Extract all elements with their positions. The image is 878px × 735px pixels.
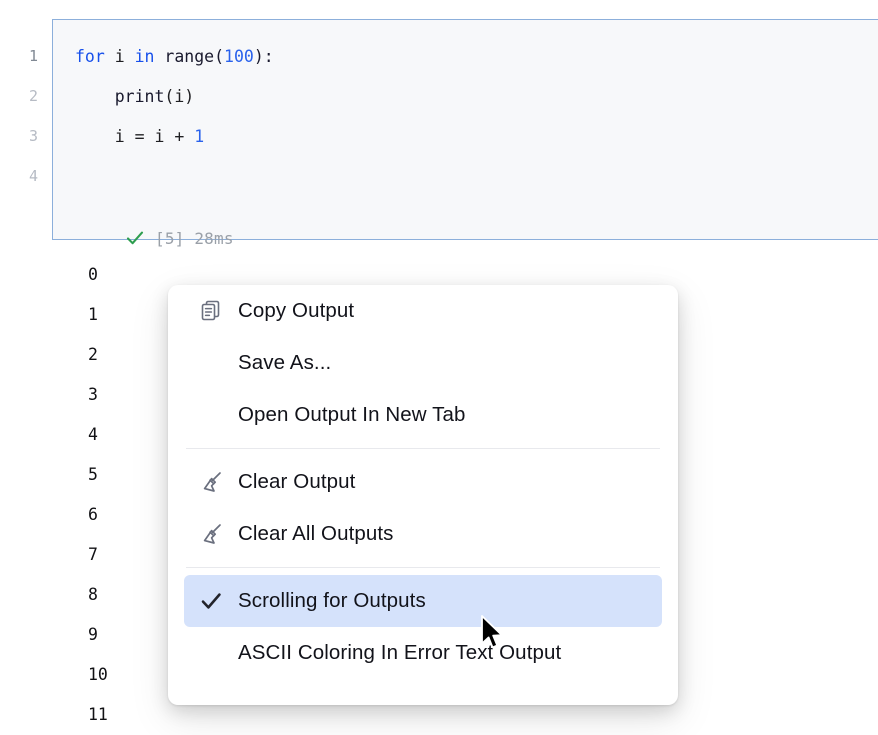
output-line: 2 — [88, 345, 98, 364]
output-line: 8 — [88, 585, 98, 604]
editor-gutter: 1 2 3 4 — [0, 19, 52, 240]
menu-item-label: Open Output In New Tab — [238, 403, 466, 426]
menu-icon-slot-empty — [198, 640, 224, 666]
output-line: 5 — [88, 465, 98, 484]
menu-item-open-output-in-new-tab[interactable]: Open Output In New Tab — [184, 389, 662, 441]
menu-item-clear-output[interactable]: Clear Output — [184, 456, 662, 508]
output-line: 6 — [88, 505, 98, 524]
output-line: 0 — [88, 265, 98, 284]
menu-item-copy-output[interactable]: Copy Output — [184, 285, 662, 337]
broom-icon — [203, 524, 221, 544]
copy-output-icon — [201, 300, 220, 321]
code-token: 1 — [194, 127, 205, 146]
menu-item-label: Clear Output — [238, 470, 356, 493]
menu-separator — [186, 567, 660, 568]
output-line: 9 — [88, 625, 98, 644]
code-token: in — [134, 47, 155, 66]
code-token: print — [114, 87, 165, 106]
menu-item-label: Save As... — [238, 351, 332, 374]
output-line: 7 — [88, 545, 98, 564]
code-token: i = i + — [75, 127, 195, 146]
output-line: 4 — [88, 425, 98, 444]
broom-icon-slot — [198, 521, 224, 547]
menu-item-label: Copy Output — [238, 299, 355, 322]
code-token: i — [104, 47, 135, 66]
code-line[interactable]: print(i) — [75, 77, 274, 117]
cell-execution-label: [5] 28ms — [155, 228, 234, 248]
check-icon-slot — [198, 588, 224, 614]
cell-output-stream: 0 1 2 3 4 5 6 7 8 9 10 11 — [0, 255, 878, 735]
code-token: for — [75, 47, 105, 66]
code-line[interactable] — [75, 157, 274, 197]
menu-item-save-as[interactable]: Save As... — [184, 337, 662, 389]
menu-icon-slot-empty — [198, 350, 224, 376]
menu-item-clear-all-outputs[interactable]: Clear All Outputs — [184, 508, 662, 560]
code-token — [75, 87, 115, 106]
gutter-line-number: 1 — [28, 47, 38, 65]
code-token: range( — [154, 47, 225, 66]
check-icon — [201, 593, 221, 609]
broom-icon — [203, 472, 221, 492]
code-token: ): — [253, 47, 274, 66]
code-token: 100 — [224, 47, 254, 66]
check-icon — [126, 231, 144, 245]
code-cell[interactable]: for i in range(100): print(i) i = i + 1 … — [52, 19, 878, 248]
code-line[interactable]: i = i + 1 — [75, 117, 274, 157]
output-line: 1 — [88, 305, 98, 324]
broom-icon-slot — [198, 469, 224, 495]
output-line: 3 — [88, 385, 98, 404]
menu-item-ascii-coloring-in-error-text-output[interactable]: ASCII Coloring In Error Text Output — [184, 627, 662, 679]
menu-item-label: Scrolling for Outputs — [238, 589, 426, 612]
gutter-line-number: 4 — [28, 167, 38, 185]
output-line: 11 — [88, 705, 108, 724]
code-token: (i) — [164, 87, 195, 106]
gutter-line-number: 3 — [28, 127, 38, 145]
menu-separator — [186, 448, 660, 449]
code-line[interactable]: for i in range(100): — [75, 37, 274, 77]
menu-item-label: ASCII Coloring In Error Text Output — [238, 641, 562, 664]
menu-item-label: Clear All Outputs — [238, 522, 394, 545]
gutter-line-number: 2 — [28, 87, 38, 105]
menu-item-scrolling-for-outputs[interactable]: Scrolling for Outputs — [184, 575, 662, 627]
code-editor-text[interactable]: for i in range(100): print(i) i = i + 1 — [75, 37, 274, 197]
cell-execution-status: [5] 28ms — [125, 223, 234, 253]
output-line: 10 — [88, 665, 108, 684]
copy-output-icon-slot — [198, 298, 224, 324]
menu-icon-slot-empty — [198, 402, 224, 428]
